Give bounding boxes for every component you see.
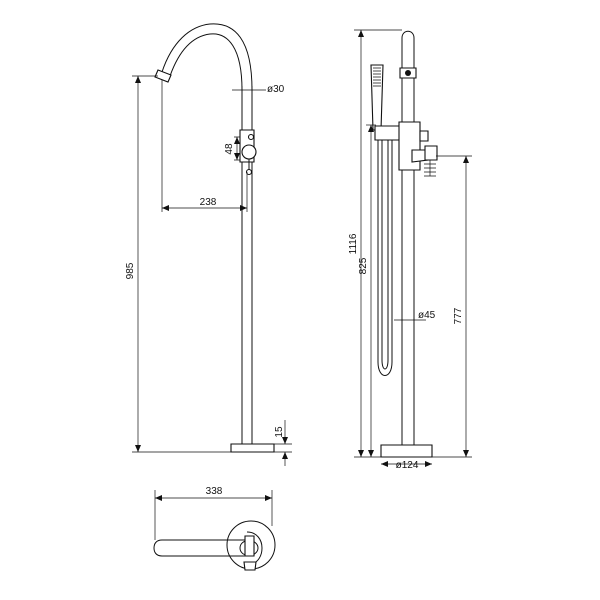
- dim-total-height-side-ext: [132, 75, 231, 453]
- dim-mixer-height-label: 825: [358, 257, 369, 274]
- side-lever-knob: [241, 144, 257, 160]
- front-holder-dot: [405, 70, 411, 76]
- front-upper-knob: [419, 130, 429, 142]
- front-view: [370, 30, 438, 458]
- dim-outlet-height-label: 777: [453, 307, 464, 324]
- side-spout-tip: [154, 69, 172, 83]
- dim-plan-length-ext: [154, 490, 273, 540]
- front-view-dimensions: 1116 825 ø45 777 ø124: [348, 29, 472, 471]
- dim-spout-diameter-label: ø30: [267, 84, 285, 95]
- dim-plan-length-label: 338: [206, 486, 223, 497]
- dim-base-thickness-label: 15: [274, 426, 285, 438]
- side-spout-outer: [161, 23, 253, 91]
- front-outlet-thread: [424, 160, 436, 177]
- side-spout-inner: [169, 33, 243, 91]
- side-mixer-dot: [247, 133, 255, 141]
- dim-spout-reach-ext: [161, 80, 248, 212]
- plan-lever: [244, 535, 255, 557]
- dim-spout-reach-label: 238: [200, 197, 217, 208]
- front-mixer-block: [374, 125, 403, 141]
- front-column: [401, 38, 415, 445]
- front-mixer-body: [398, 121, 421, 171]
- front-column-top: [401, 30, 415, 39]
- dim-lever-height-label: 48: [224, 143, 235, 155]
- dim-base-thickness-ext: [274, 443, 292, 453]
- side-view: [154, 23, 275, 453]
- side-base-plate: [230, 443, 275, 453]
- front-hose: [377, 135, 393, 376]
- front-base-plate: [380, 444, 433, 458]
- side-view-dimensions: ø30 48 238 985 15: [125, 75, 292, 466]
- front-outlet-cap: [424, 145, 438, 161]
- dim-spout-diameter-ticks: [241, 86, 253, 94]
- front-hand-shower-grid: [373, 67, 381, 87]
- plan-outlet: [243, 561, 257, 571]
- front-hose-inner: [381, 135, 389, 370]
- dim-pipe-diameter-ticks: [401, 316, 415, 324]
- dim-base-diameter-label: ø124: [396, 460, 419, 471]
- plan-mixer-arc: [246, 531, 263, 565]
- plan-view-dimensions: 338: [154, 486, 273, 540]
- plan-view: [153, 520, 276, 571]
- front-hand-shower: [370, 64, 384, 131]
- dim-total-height-side-label: 985: [125, 262, 136, 279]
- dim-pipe-diameter-label: ø45: [418, 310, 436, 321]
- dim-total-height-front-label: 1116: [348, 233, 359, 254]
- side-lever-end: [245, 168, 253, 176]
